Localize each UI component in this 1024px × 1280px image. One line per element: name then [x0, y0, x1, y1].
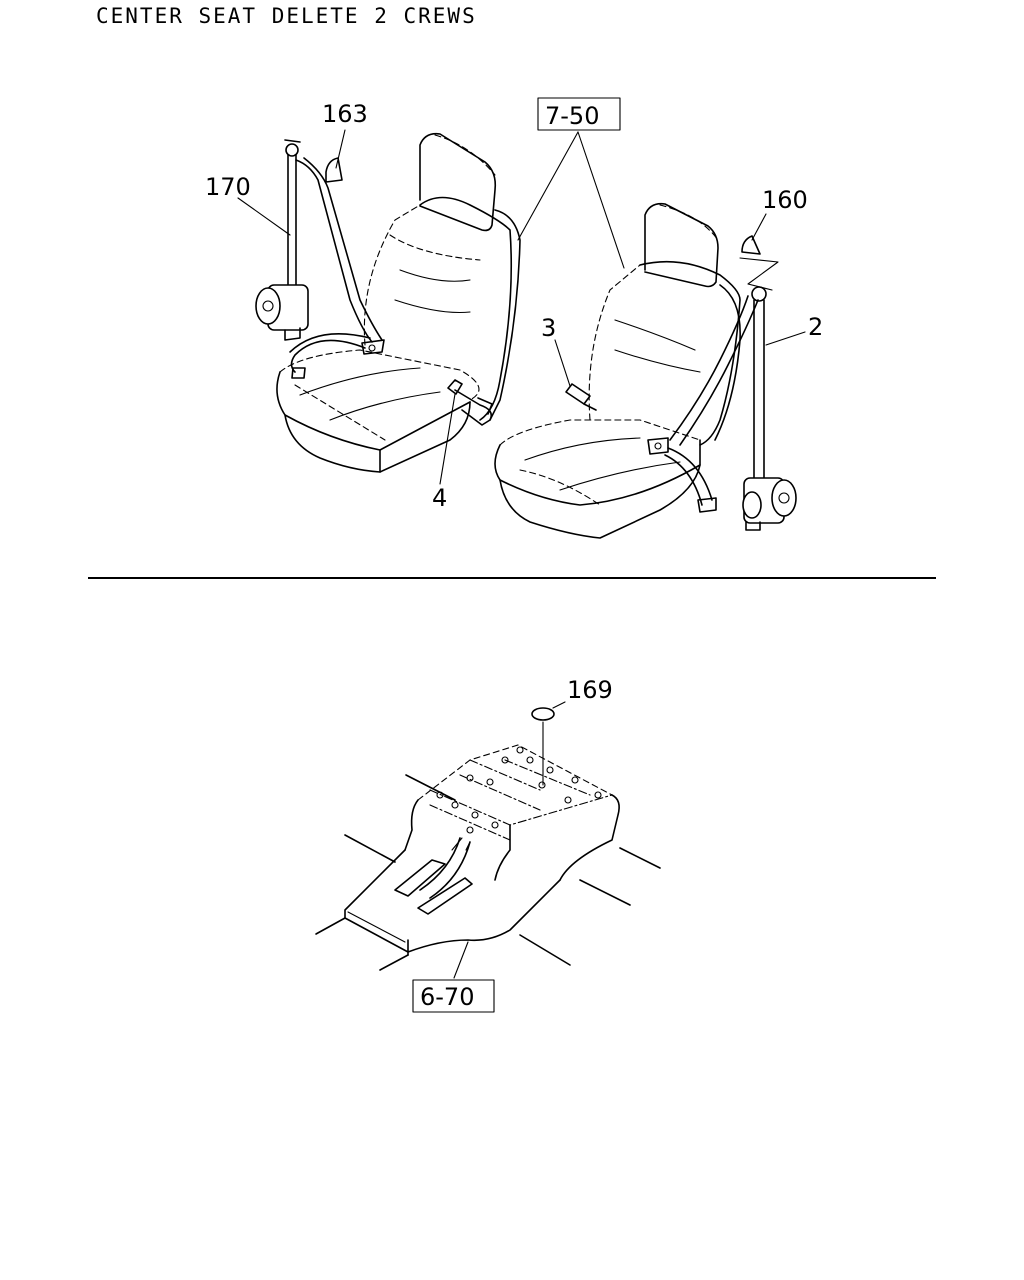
console-screw-holes: [436, 746, 602, 834]
callout-163: 163: [322, 100, 368, 128]
diagram-title: CENTER SEAT DELETE 2 CREWS: [96, 4, 477, 28]
callout-170: 170: [205, 173, 251, 201]
center-console: [315, 744, 661, 971]
callout-6-70: 6-70: [420, 983, 474, 1011]
right-seatbelt-retractor: [565, 286, 797, 531]
right-seat: [494, 202, 741, 539]
left-seatbelt-retractor: [255, 139, 493, 426]
ref-box-7-50: [537, 97, 621, 131]
ref-box-6-70: [412, 979, 495, 1013]
callout-4: 4: [432, 484, 447, 512]
left-seat: [276, 132, 521, 473]
plug-169: [531, 707, 555, 721]
callout-160: 160: [762, 186, 808, 214]
callout-3: 3: [541, 314, 556, 342]
anchor-cover-163: [325, 157, 343, 183]
callout-7-50: 7-50: [545, 102, 599, 130]
callout-2: 2: [808, 313, 823, 341]
callout-169: 169: [567, 676, 613, 704]
anchor-cover-160: [741, 235, 761, 255]
